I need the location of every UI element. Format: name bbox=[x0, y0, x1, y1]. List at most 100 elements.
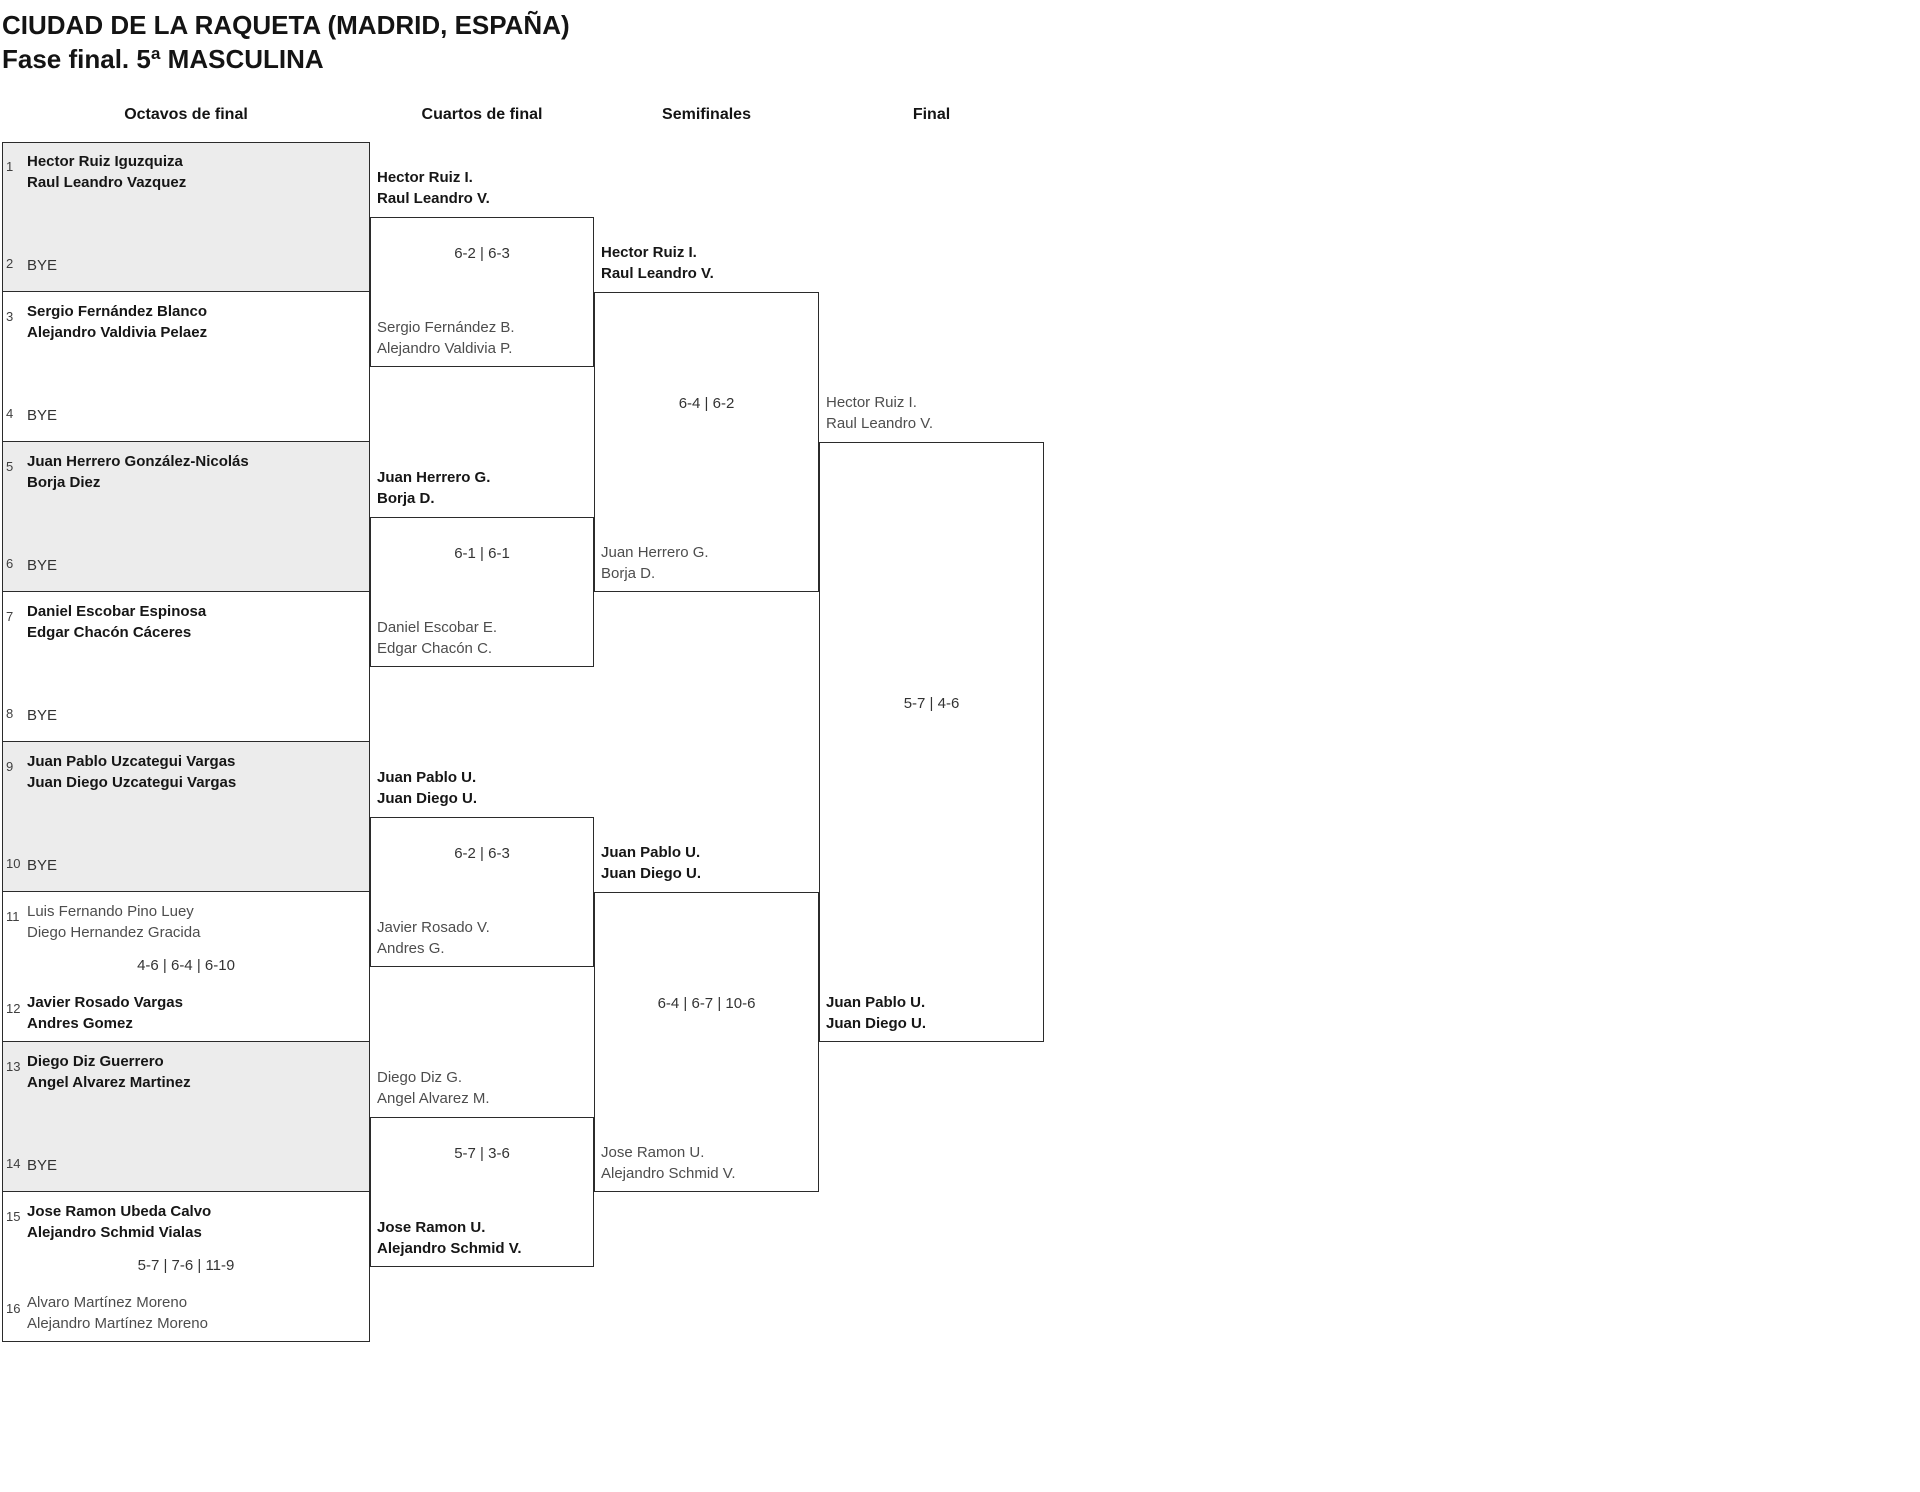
seed-number: 3 bbox=[6, 309, 14, 324]
team-entry: Alvaro Martínez Moreno Alejandro Martíne… bbox=[27, 1292, 208, 1334]
round-header-octavos: Octavos de final bbox=[124, 106, 248, 123]
player-name: Jose Ramon U. bbox=[377, 1219, 486, 1236]
player-name: Sergio Fernández B. bbox=[377, 319, 515, 336]
player-name: Juan Diego Uzcategui Vargas bbox=[27, 774, 237, 791]
team-entry: Juan Pablo U. Juan Diego U. bbox=[601, 842, 701, 884]
qf-match-box-3 bbox=[370, 817, 594, 967]
seed-number: 16 bbox=[6, 1301, 21, 1316]
player-name: Jose Ramon U. bbox=[601, 1144, 705, 1161]
r16-block-5 bbox=[2, 742, 370, 892]
team-entry: Sergio Fernández Blanco Alejandro Valdiv… bbox=[27, 301, 207, 343]
team-entry: Juan Pablo U. Juan Diego U. bbox=[377, 767, 477, 809]
player-name: Juan Herrero González-Nicolás bbox=[27, 453, 249, 470]
match-score: 5-7 | 7-6 | 11-9 bbox=[137, 1257, 235, 1274]
player-name: Daniel Escobar E. bbox=[377, 619, 498, 636]
player-name: Juan Herrero G. bbox=[601, 544, 709, 561]
team-entry: Diego Diz Guerrero Angel Alvarez Martine… bbox=[27, 1051, 191, 1093]
team-entry: Juan Herrero González-Nicolás Borja Diez bbox=[27, 451, 249, 493]
player-name: Juan Diego U. bbox=[377, 790, 478, 807]
match-score: 6-2 | 6-3 bbox=[454, 245, 510, 262]
player-name: Hector Ruiz I. bbox=[826, 394, 917, 411]
player-name: Juan Pablo U. bbox=[826, 994, 926, 1011]
r16-block-1 bbox=[2, 142, 370, 292]
player-name: Luis Fernando Pino Luey bbox=[27, 903, 194, 920]
player-name: Diego Diz Guerrero bbox=[27, 1053, 164, 1070]
player-name: Jose Ramon Ubeda Calvo bbox=[27, 1203, 212, 1220]
player-name: Juan Pablo Uzcategui Vargas bbox=[27, 753, 236, 770]
team-entry: Javier Rosado Vargas Andres Gomez bbox=[27, 992, 183, 1034]
bye-label: BYE bbox=[27, 857, 58, 874]
team-entry: Jose Ramon U. Alejandro Schmid V. bbox=[377, 1217, 522, 1259]
player-name: Angel Alvarez Martinez bbox=[27, 1074, 191, 1091]
seed-number: 8 bbox=[6, 706, 14, 721]
player-name: Edgar Chacón Cáceres bbox=[27, 624, 192, 641]
bye-label: BYE bbox=[27, 257, 58, 274]
player-name: Juan Pablo U. bbox=[601, 844, 701, 861]
bye-label: BYE bbox=[27, 707, 58, 724]
r16-block-7 bbox=[2, 1042, 370, 1192]
player-name: Alejandro Schmid V. bbox=[601, 1165, 736, 1182]
player-name: Raul Leandro V. bbox=[826, 415, 934, 432]
team-entry: Daniel Escobar E. Edgar Chacón C. bbox=[377, 617, 497, 659]
team-entry: Hector Ruiz I. Raul Leandro V. bbox=[826, 392, 933, 434]
round-header-semifinales: Semifinales bbox=[662, 106, 751, 123]
seed-number: 13 bbox=[6, 1059, 21, 1074]
team-entry: Luis Fernando Pino Luey Diego Hernandez … bbox=[27, 901, 200, 943]
qf-match-box-1 bbox=[370, 217, 594, 367]
player-name: Alvaro Martínez Moreno bbox=[27, 1294, 188, 1311]
seed-number: 7 bbox=[6, 609, 14, 624]
sf-match-box-2 bbox=[594, 892, 819, 1192]
team-entry: Juan Herrero G. Borja D. bbox=[601, 542, 709, 584]
r16-block-6 bbox=[2, 892, 370, 1042]
seed-number: 4 bbox=[6, 406, 14, 421]
player-name: Juan Herrero G. bbox=[377, 469, 491, 486]
team-entry: Hector Ruiz I. Raul Leandro V. bbox=[601, 242, 714, 284]
seed-number: 9 bbox=[6, 759, 14, 774]
match-score: 5-7 | 4-6 bbox=[903, 695, 960, 712]
team-entry: Jose Ramon Ubeda Calvo Alejandro Schmid … bbox=[27, 1201, 211, 1243]
seed-number: 14 bbox=[6, 1156, 21, 1171]
player-name: Alejandro Valdivia P. bbox=[377, 340, 513, 357]
team-entry: Diego Diz G. Angel Alvarez M. bbox=[377, 1067, 490, 1109]
match-score: 6-4 | 6-7 | 10-6 bbox=[657, 995, 756, 1012]
page-title: CIUDAD DE LA RAQUETA (MADRID, ESPAÑA) Fa… bbox=[2, 8, 570, 76]
seed-number: 1 bbox=[6, 159, 14, 174]
r16-outer-box bbox=[2, 142, 370, 1342]
bye-label: BYE bbox=[27, 1157, 58, 1174]
final-match-box bbox=[819, 442, 1044, 1042]
player-name: Javier Rosado Vargas bbox=[27, 994, 183, 1011]
player-name: Hector Ruiz I. bbox=[601, 244, 697, 261]
player-name: Hector Ruiz I. bbox=[377, 169, 473, 186]
player-name: Andres Gomez bbox=[27, 1015, 133, 1032]
r16-block-4 bbox=[2, 592, 370, 742]
player-name: Diego Hernandez Gracida bbox=[27, 924, 201, 941]
team-entry: Sergio Fernández B. Alejandro Valdivia P… bbox=[377, 317, 515, 359]
tournament-title: CIUDAD DE LA RAQUETA (MADRID, ESPAÑA) bbox=[2, 10, 570, 40]
player-name: Daniel Escobar Espinosa bbox=[27, 603, 207, 620]
player-name: Alejandro Schmid Vialas bbox=[27, 1224, 202, 1241]
seed-number: 11 bbox=[6, 909, 20, 924]
player-name: Alejandro Martínez Moreno bbox=[27, 1315, 208, 1332]
seed-number: 2 bbox=[6, 256, 14, 271]
match-score: 6-1 | 6-1 bbox=[454, 545, 510, 562]
player-name: Alejandro Valdivia Pelaez bbox=[27, 324, 208, 341]
r16-block-3 bbox=[2, 442, 370, 592]
player-name: Juan Pablo U. bbox=[377, 769, 477, 786]
team-entry: Hector Ruiz Iguzquiza Raul Leandro Vazqu… bbox=[27, 151, 186, 193]
seed-number: 15 bbox=[6, 1209, 21, 1224]
team-entry: Juan Pablo Uzcategui Vargas Juan Diego U… bbox=[27, 751, 236, 793]
match-score: 5-7 | 3-6 bbox=[454, 1145, 510, 1162]
player-name: Hector Ruiz Iguzquiza bbox=[27, 153, 183, 170]
seed-number: 12 bbox=[6, 1001, 21, 1016]
match-score: 4-6 | 6-4 | 6-10 bbox=[137, 957, 235, 974]
player-name: Andres G. bbox=[377, 940, 445, 957]
seed-number: 5 bbox=[6, 459, 14, 474]
qf-match-box-2 bbox=[370, 517, 594, 667]
category-subtitle: Fase final. 5ª MASCULINA bbox=[2, 44, 324, 74]
bye-label: BYE bbox=[27, 407, 58, 424]
team-entry: Juan Pablo U. Juan Diego U. bbox=[826, 992, 926, 1034]
qf-match-box-4 bbox=[370, 1117, 594, 1267]
player-name: Raul Leandro V. bbox=[601, 265, 714, 282]
player-name: Borja D. bbox=[601, 565, 656, 582]
bye-label: BYE bbox=[27, 557, 58, 574]
